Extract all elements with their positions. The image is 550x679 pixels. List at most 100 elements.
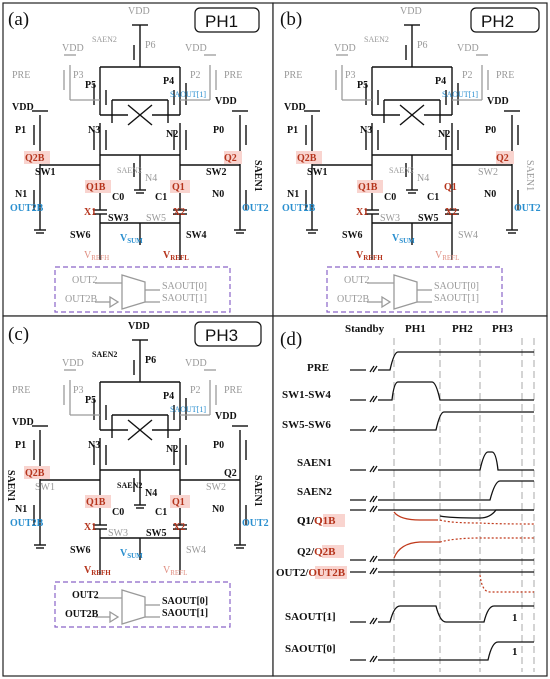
hdr-standby: Standby — [345, 323, 385, 335]
c-vrefh-label: VREFH — [84, 565, 111, 577]
c-sw2-label: SW2 — [206, 482, 226, 493]
sig-pre: PRE — [307, 362, 329, 374]
panel-b-phase-box — [470, 7, 540, 33]
wave-saout1 — [350, 605, 534, 625]
b-saout1-node-label: SAOUT[1] — [442, 90, 478, 99]
b-out2-label: OUT2 — [514, 203, 541, 214]
b-vdd-p0-label: VDD — [487, 96, 509, 107]
b-x1-label: X1 — [356, 207, 368, 218]
n4-label: N4 — [145, 173, 157, 184]
c-p3-label: P3 — [73, 385, 84, 396]
mux-out2-label: OUT2 — [72, 275, 98, 286]
wave-saout0 — [350, 641, 534, 663]
sig-saout1: SAOUT[1] — [285, 611, 336, 623]
panel-b-circuit — [296, 24, 521, 313]
vrefh-label: VREFH — [84, 250, 109, 262]
pre-right-label: PRE — [224, 70, 242, 81]
b-n0-label: N0 — [484, 189, 496, 200]
b-mux-out2b-label: OUT2B — [337, 294, 370, 305]
wave-q2b-dotted — [439, 537, 534, 543]
wave-out2b-dotted — [479, 574, 534, 593]
sw1-label: SW1 — [35, 167, 56, 178]
b-c0-label: C0 — [384, 192, 396, 203]
c-vdd-p1-label: VDD — [12, 417, 34, 428]
c-sw4-label: SW4 — [186, 545, 206, 556]
b-sw5-label: SW5 — [418, 213, 439, 224]
mux-out2b-label: OUT2B — [65, 294, 98, 305]
p0-label: P0 — [213, 125, 224, 136]
panel-d-label: (d) — [280, 329, 302, 350]
c-q2-label: Q2 — [224, 468, 237, 479]
panel-a-phase-box — [194, 7, 260, 33]
out2b-label: OUT2B — [10, 203, 44, 214]
b-c1-label: C1 — [427, 192, 439, 203]
b-sw6-label: SW6 — [342, 230, 363, 241]
panel-c-circuit — [24, 339, 249, 628]
b-n4-label: N4 — [417, 173, 429, 184]
hdr-ph2: PH2 — [452, 323, 473, 335]
hdr-ph1: PH1 — [405, 323, 426, 335]
wave-pre — [350, 351, 534, 373]
c-out2-label: OUT2 — [242, 518, 269, 529]
saen1-right-label: SAEN1 — [252, 160, 263, 192]
b-p5-label: P5 — [357, 80, 368, 91]
b-q1b-label: Q1B — [358, 182, 378, 193]
c-saen1-right-label: SAEN1 — [252, 475, 263, 507]
p2-label: P2 — [190, 70, 201, 81]
out2-label: OUT2 — [242, 203, 269, 214]
pre-left-label: PRE — [12, 70, 30, 81]
wave-sw1sw4 — [350, 381, 534, 403]
b-vrefl-label: VREFL — [435, 250, 459, 262]
wave-out2 — [350, 567, 534, 575]
c-vrefl-label: VREFL — [163, 565, 187, 577]
c-saen2-label: SAEN2 — [92, 350, 117, 359]
p5-label: P5 — [85, 80, 96, 91]
p6-label: P6 — [145, 40, 156, 51]
b-vdd-p6-label: VDD — [400, 6, 422, 17]
vdd-p3-label: VDD — [62, 43, 84, 54]
vdd-p0-label: VDD — [215, 96, 237, 107]
n0-label: N0 — [212, 189, 224, 200]
b-p4-label: P4 — [435, 76, 446, 87]
c-vsum-label: VSUM — [120, 548, 143, 560]
p3-label: P3 — [73, 70, 84, 81]
n1-label: N1 — [15, 189, 27, 200]
vsum-label: VSUM — [120, 233, 143, 245]
c-vdd-p2-label: VDD — [185, 358, 207, 369]
sig-saout0: SAOUT[0] — [285, 643, 336, 655]
saen2-label: SAEN2 — [92, 35, 117, 44]
panel-a-label: (a) — [8, 9, 29, 30]
c-n2-label: N2 — [166, 444, 178, 455]
c-mux-out2-label: OUT2 — [72, 590, 99, 601]
wave-saen1 — [350, 451, 534, 473]
sig-sw1sw4: SW1-SW4 — [282, 389, 331, 401]
out2b-highlight — [315, 566, 347, 579]
wave-q1-rest — [439, 509, 534, 519]
wave-sw5sw6 — [350, 411, 534, 433]
b-pre-left-label: PRE — [284, 70, 302, 81]
b-vdd-p2-label: VDD — [457, 43, 479, 54]
panel-d — [272, 315, 548, 677]
panel-a-phase: PH1 — [205, 12, 238, 31]
c-mux-saout0-label: SAOUT[0] — [162, 596, 208, 607]
c-vdd-p6-label: VDD — [128, 321, 150, 332]
p4-label: P4 — [163, 76, 174, 87]
sw5-label: SW5 — [146, 213, 166, 224]
c-saen2-n4-label: SAEN2 — [117, 481, 142, 490]
c-sw6-label: SW6 — [70, 545, 91, 556]
c-p4-label: P4 — [163, 391, 174, 402]
q1-label: Q1 — [172, 182, 185, 193]
c-p2-label: P2 — [190, 385, 201, 396]
q2b-highlight — [322, 545, 344, 558]
panel-c-phase: PH3 — [205, 326, 238, 345]
q1b-highlight — [323, 514, 345, 527]
b-mux-saout1-label: SAOUT[1] — [434, 293, 479, 304]
sig-q1-q1b-fg: Q1/Q1B — [297, 515, 336, 527]
b-pre-right-label: PRE — [496, 70, 514, 81]
b-vdd-p3-label: VDD — [334, 43, 356, 54]
panel-a-circuit — [24, 24, 249, 313]
n3-label: N3 — [88, 125, 100, 136]
c-mux-saout1-label: SAOUT[1] — [162, 608, 208, 619]
sw6-label: SW6 — [70, 230, 91, 241]
